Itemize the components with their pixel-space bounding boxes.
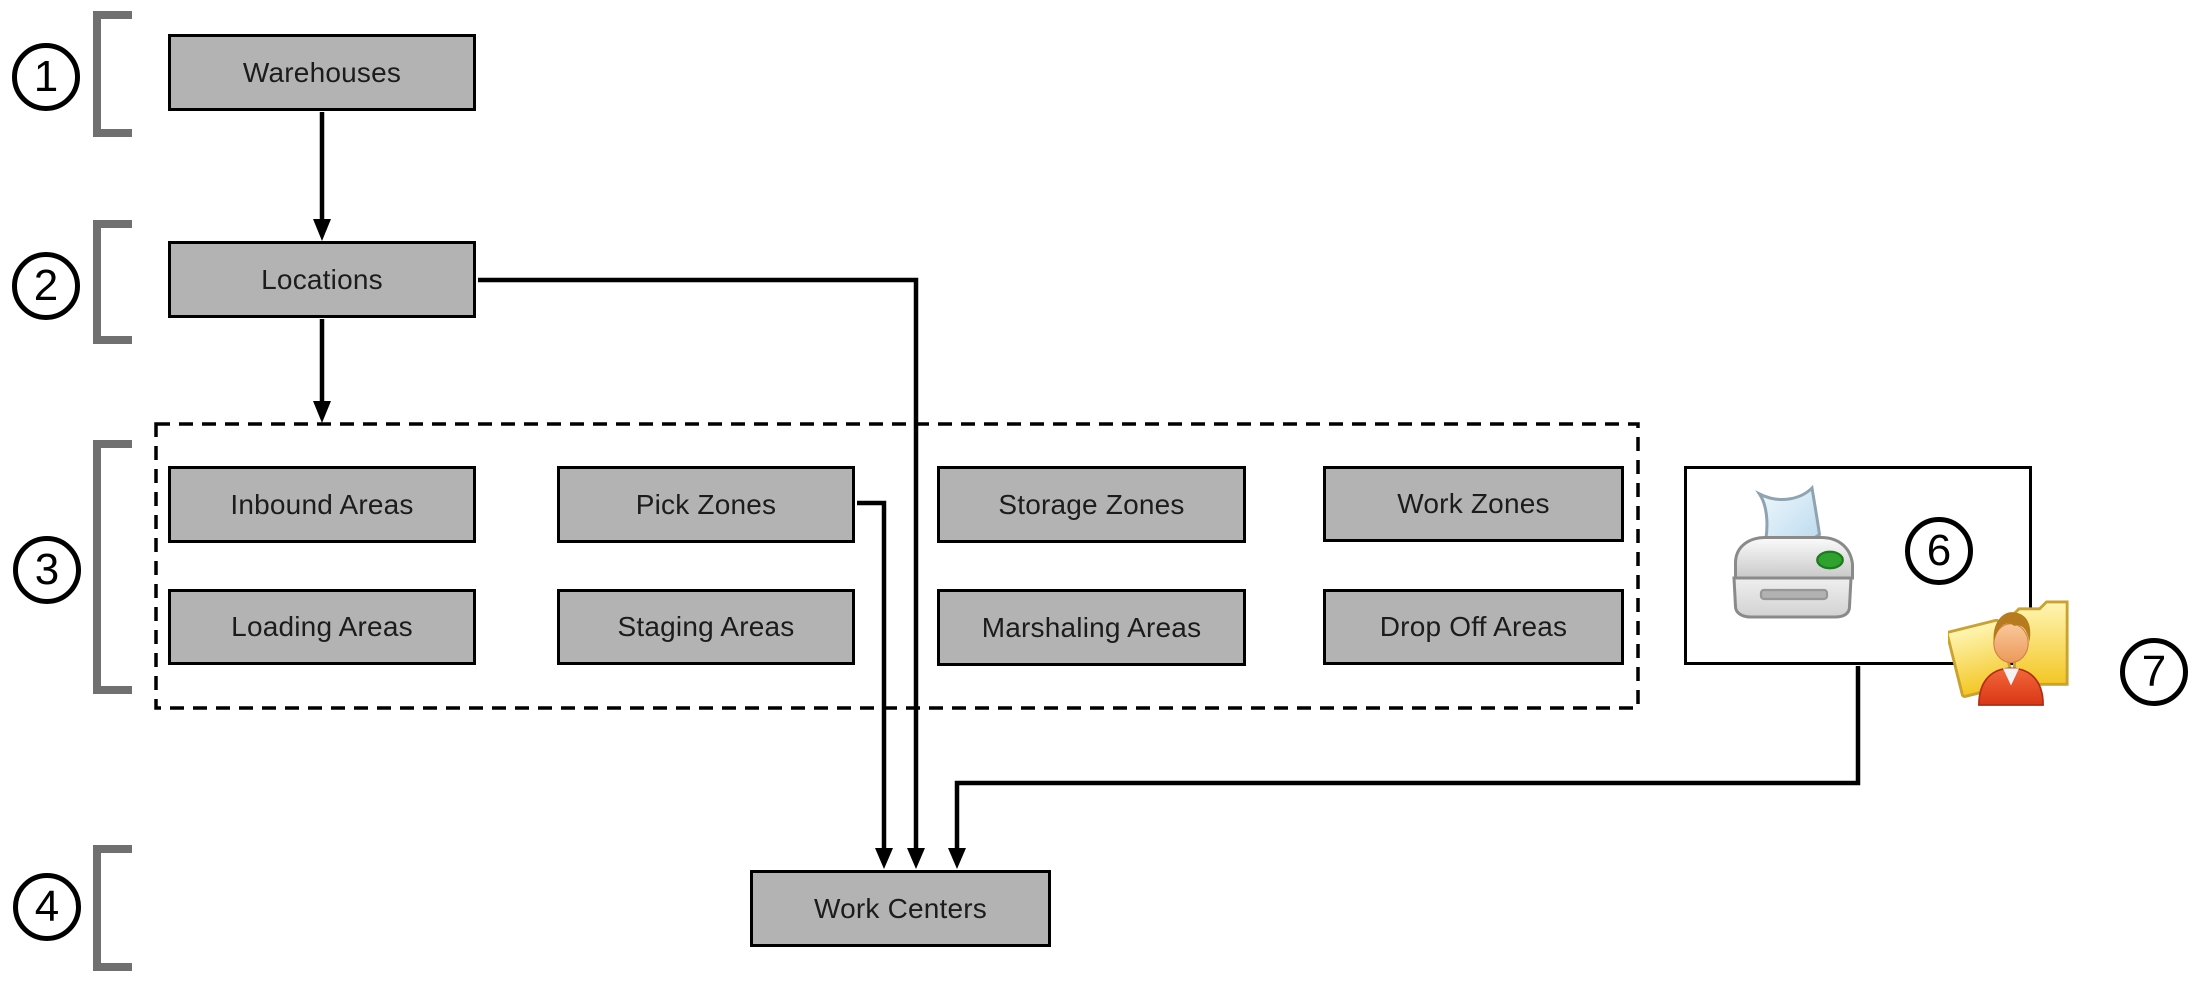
node-work-zones: Work Zones — [1323, 466, 1624, 542]
zone-group-boundary — [154, 422, 1640, 710]
printer-icon — [1732, 484, 1854, 619]
printer-output-slot — [1759, 588, 1829, 601]
connector-printer-workcenters — [954, 666, 1861, 850]
arrowhead-workcenters-from-locations — [907, 848, 925, 869]
level-bracket-1 — [93, 11, 132, 137]
connector-locations-workcenters — [478, 277, 919, 850]
user-folder-icon — [1948, 600, 2069, 706]
step-badge-7: 7 — [2120, 638, 2188, 706]
arrowhead-workcenters-from-printer — [948, 848, 966, 869]
node-warehouses: Warehouses — [168, 34, 476, 111]
level-bracket-4 — [93, 845, 132, 971]
step-badge-1: 1 — [12, 43, 80, 111]
arrowhead-locations — [313, 219, 331, 241]
node-drop-off-areas: Drop Off Areas — [1323, 589, 1624, 665]
node-storage-zones: Storage Zones — [937, 466, 1246, 543]
level-bracket-2 — [93, 220, 132, 344]
printer-power-led — [1816, 550, 1844, 570]
node-staging-areas: Staging Areas — [557, 589, 855, 665]
node-inbound-areas: Inbound Areas — [168, 466, 476, 543]
step-badge-4: 4 — [13, 873, 81, 941]
level-bracket-3 — [93, 440, 132, 694]
connector-pickzones-workcenters — [857, 500, 887, 850]
node-loading-areas: Loading Areas — [168, 589, 476, 665]
node-locations: Locations — [168, 241, 476, 318]
node-marshaling-areas: Marshaling Areas — [937, 589, 1246, 666]
person-collar — [2002, 668, 2020, 686]
arrowhead-zone-group — [313, 401, 331, 423]
node-work-centers: Work Centers — [750, 870, 1051, 947]
node-pick-zones: Pick Zones — [557, 466, 855, 543]
step-badge-6: 6 — [1905, 517, 1973, 585]
step-badge-3: 3 — [13, 536, 81, 604]
person-hair — [1993, 612, 2031, 644]
step-badge-2: 2 — [12, 252, 80, 320]
person-bust — [1978, 612, 2044, 706]
arrowhead-workcenters-from-pickzones — [875, 848, 893, 869]
